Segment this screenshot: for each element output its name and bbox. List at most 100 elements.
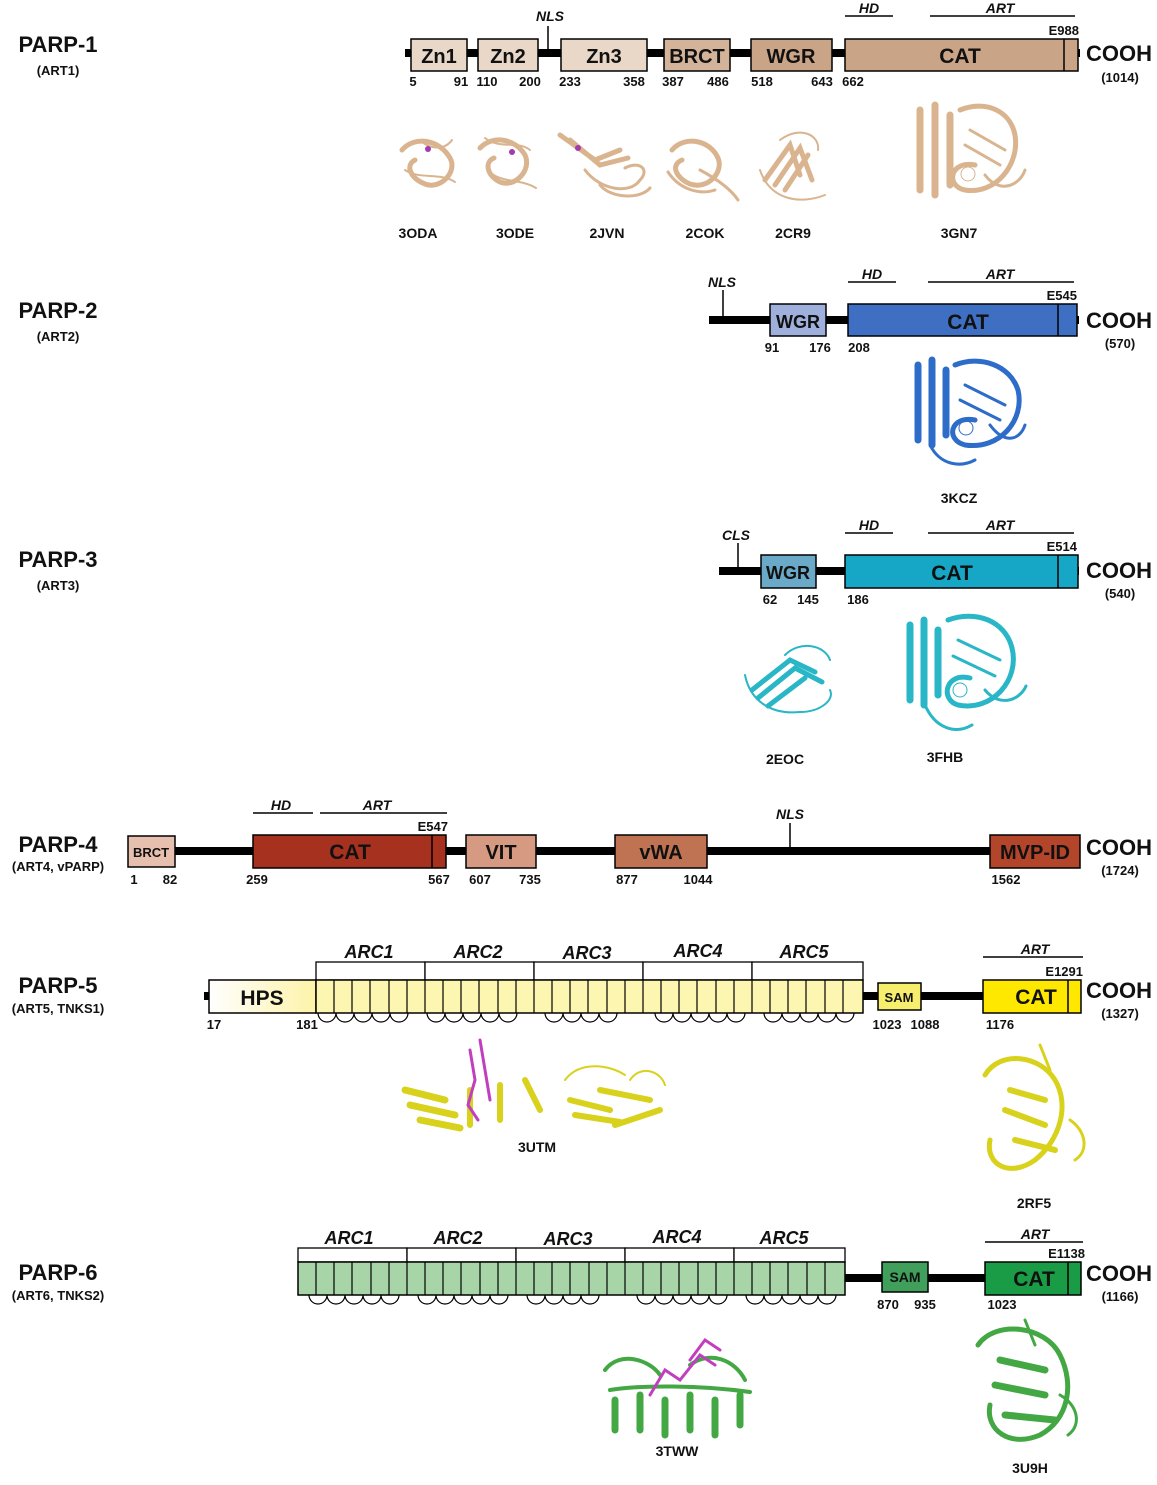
domain-brct: BRCT bbox=[663, 38, 731, 72]
backbone bbox=[128, 847, 1080, 855]
position-label: 607 bbox=[469, 872, 491, 887]
protein-name: PARP-3 bbox=[18, 547, 97, 572]
protein-name: PARP-2 bbox=[18, 298, 97, 323]
pdb-id: 2CR9 bbox=[775, 225, 811, 241]
pdb-id: 3FHB bbox=[927, 749, 964, 765]
parp2-row: PARP-2 (ART2) NLS HD ART WGR CAT E545 CO… bbox=[18, 266, 1152, 506]
domain-label: WGR bbox=[767, 46, 816, 68]
protein-aliases: (ART2) bbox=[37, 329, 80, 344]
nls-label: NLS bbox=[536, 8, 565, 24]
protein-length: (570) bbox=[1105, 336, 1135, 351]
position-label: 5 bbox=[409, 74, 416, 89]
ribbon-structure-2cr9 bbox=[759, 131, 826, 201]
protein-length: (1014) bbox=[1101, 70, 1139, 85]
position-label: 358 bbox=[623, 74, 645, 89]
parp1-row: PARP-1 (ART1) NLS HD ART Zn1 Zn2 Zn3 BRC… bbox=[18, 0, 1152, 241]
domain-mvp-id: MVP-ID bbox=[989, 834, 1081, 869]
position-label: 877 bbox=[616, 872, 638, 887]
pdb-id: 3UTM bbox=[518, 1139, 556, 1155]
ribbon-structure-2cok bbox=[666, 138, 740, 202]
catalytic-glutamate: E1291 bbox=[1045, 964, 1083, 979]
domain-hps: HPS bbox=[208, 979, 317, 1014]
protein-length: (540) bbox=[1105, 586, 1135, 601]
position-label: 935 bbox=[914, 1297, 936, 1312]
arc-label: ARC4 bbox=[672, 941, 722, 961]
catalytic-glutamate: E547 bbox=[418, 819, 448, 834]
arc-label: ARC4 bbox=[651, 1227, 701, 1247]
protein-name: PARP-4 bbox=[18, 832, 98, 857]
position-label: 62 bbox=[763, 592, 777, 607]
cterm-label: COOH bbox=[1086, 835, 1152, 860]
parp3-row: PARP-3 (ART3) CLS HD ART WGR CAT E514 CO… bbox=[18, 517, 1152, 767]
arc-label: ARC5 bbox=[778, 942, 829, 962]
parp6-row: PARP-6 (ART6, TNKS2) ARC1 ARC2 ARC3 ARC4… bbox=[12, 1226, 1152, 1476]
position-label: 145 bbox=[797, 592, 819, 607]
domain-label: VIT bbox=[485, 842, 516, 864]
ribbon-structure-3ode bbox=[477, 137, 537, 189]
ankyrin-repeat-block bbox=[297, 1261, 846, 1305]
domain-label: Zn3 bbox=[586, 46, 622, 68]
domain-label: BRCT bbox=[133, 845, 169, 860]
position-label: 200 bbox=[519, 74, 541, 89]
position-label: 176 bbox=[809, 340, 831, 355]
protein-name: PARP-6 bbox=[18, 1260, 97, 1285]
domain-label: CAT bbox=[1015, 986, 1057, 1009]
nls-label: NLS bbox=[776, 806, 805, 822]
domain-cat: CAT bbox=[844, 554, 1079, 589]
ankyrin-repeat-block bbox=[315, 979, 864, 1023]
domain-cat: CAT bbox=[252, 834, 447, 869]
catalytic-glutamate: E545 bbox=[1047, 288, 1077, 303]
arc-label: ARC5 bbox=[758, 1228, 809, 1248]
pdb-id: 2COK bbox=[686, 225, 725, 241]
protein-length: (1166) bbox=[1102, 1289, 1139, 1304]
domain-cat: CAT bbox=[844, 38, 1079, 72]
position-label: 186 bbox=[847, 592, 869, 607]
domain-cat: CAT bbox=[847, 303, 1078, 337]
hd-label: HD bbox=[859, 0, 879, 16]
domain-label: CAT bbox=[1013, 1268, 1055, 1291]
ribbon-structure-2eoc bbox=[744, 645, 832, 714]
position-label: 1 bbox=[130, 872, 137, 887]
pdb-id: 3ODE bbox=[496, 225, 534, 241]
position-label: 181 bbox=[296, 1017, 318, 1032]
position-label: 662 bbox=[842, 74, 864, 89]
position-label: 567 bbox=[428, 872, 450, 887]
hd-label: HD bbox=[271, 797, 291, 813]
domain-wgr: WGR bbox=[760, 554, 817, 589]
catalytic-glutamate: E514 bbox=[1047, 539, 1078, 554]
ribbon-structure-3utm bbox=[401, 1038, 666, 1132]
backbone bbox=[845, 1274, 1080, 1282]
arc-headers: ARC1 ARC2 ARC3 ARC4 ARC5 bbox=[315, 941, 864, 981]
domain-label: CAT bbox=[931, 562, 973, 585]
cterm-label: COOH bbox=[1086, 1261, 1152, 1286]
pdb-id: 2RF5 bbox=[1017, 1195, 1051, 1211]
ribbon-structure-3gn7 bbox=[916, 101, 1027, 199]
catalytic-glutamate: E988 bbox=[1049, 23, 1079, 38]
art-label: ART bbox=[1020, 941, 1051, 957]
arc-label: ARC3 bbox=[542, 1229, 592, 1249]
position-label: 1562 bbox=[992, 872, 1021, 887]
domain-label: SAM bbox=[885, 990, 914, 1005]
domain-label: vWA bbox=[639, 842, 682, 864]
parp4-row: PARP-4 (ART4, vPARP) NLS HD ART BRCT CAT… bbox=[12, 797, 1152, 887]
ribbon-structure-2rf5 bbox=[982, 1043, 1086, 1171]
position-label: 17 bbox=[207, 1017, 221, 1032]
domain-label: CAT bbox=[329, 841, 371, 864]
ribbon-structure-3oda bbox=[399, 138, 456, 188]
protein-aliases: (ART6, TNKS2) bbox=[12, 1288, 104, 1303]
domain-wgr: WGR bbox=[750, 38, 833, 72]
backbone bbox=[405, 49, 1080, 57]
position-label: 387 bbox=[662, 74, 684, 89]
domain-label: Zn1 bbox=[421, 46, 457, 68]
cls-label: CLS bbox=[722, 527, 751, 543]
cterm-label: COOH bbox=[1086, 308, 1152, 333]
pdb-id: 3U9H bbox=[1012, 1460, 1048, 1476]
cterm-label: COOH bbox=[1086, 978, 1152, 1003]
domain-label: CAT bbox=[947, 311, 989, 334]
ribbon-structure-3kcz bbox=[914, 356, 1027, 466]
arc-label: ARC2 bbox=[452, 942, 502, 962]
art-label: ART bbox=[985, 0, 1016, 16]
domain-label: CAT bbox=[939, 45, 981, 68]
domain-wgr: WGR bbox=[769, 303, 827, 337]
arc-headers: ARC1 ARC2 ARC3 ARC4 ARC5 bbox=[297, 1227, 846, 1263]
